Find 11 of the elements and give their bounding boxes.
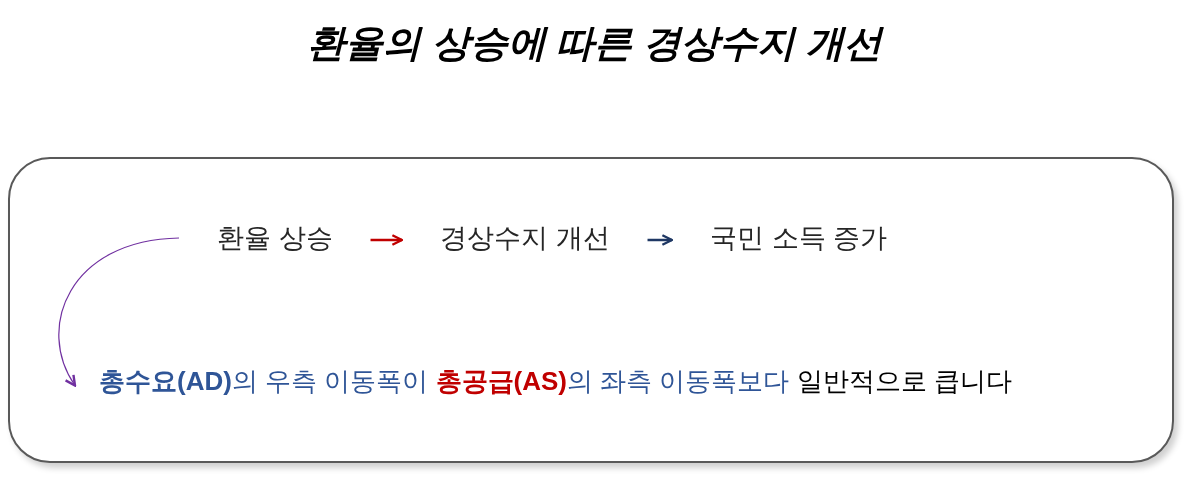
arrow <box>370 234 404 246</box>
curved-arrow <box>58 237 180 387</box>
sentence-text: 총수요(AD)의 우측 이동폭이 <box>99 366 429 396</box>
title-text: 환율의 상승에 따른 경상수지 개선 <box>307 22 882 64</box>
sentence-text: 일반적으로 큽니다 <box>796 366 1012 396</box>
rounded-panel <box>8 157 1174 463</box>
step-text: 환율 상승 <box>217 223 333 253</box>
arrow <box>647 234 674 246</box>
step-text: 국민 소득 증가 <box>710 223 887 253</box>
step-text: 경상수지 개선 <box>440 223 610 253</box>
sentence-text: 총공급(AS)의 좌측 이동폭보다 <box>435 366 790 396</box>
